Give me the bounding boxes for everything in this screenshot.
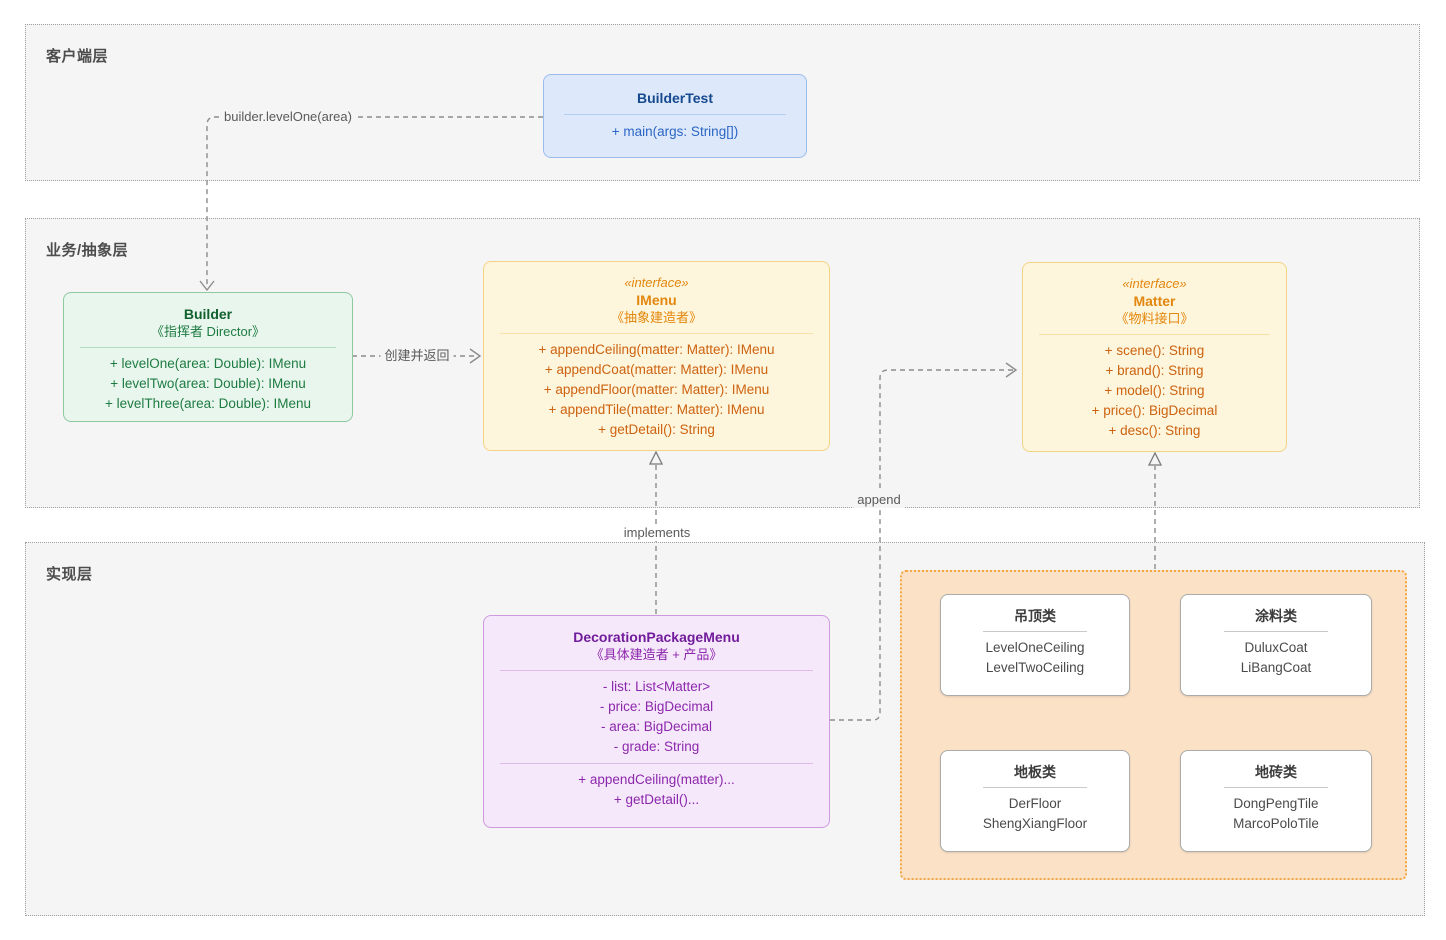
divider [564,114,786,115]
class-builder: Builder 《指挥者 Director》 + levelOne(area: … [63,292,353,422]
method-line: + desc(): String [1108,423,1201,438]
stereotype-label: «interface» [624,275,689,290]
edge-label-create-return: 创建并返回 [380,348,454,364]
divider [500,670,813,671]
class-builder-title: Builder [183,306,233,322]
matter-group-tile: 地砖类 DongPengTile MarcoPoloTile [1180,750,1372,852]
layer-impl-title: 实现层 [46,566,93,583]
layer-business-title: 业务/抽象层 [46,242,129,259]
method-line: + price(): BigDecimal [1091,403,1218,418]
matter-class-name: DuluxCoat [1244,640,1308,655]
class-buildertest: BuilderTest + main(args: String[]) [543,74,807,158]
edge-label-append: append [853,492,905,508]
interface-matter-title: Matter [1133,293,1176,309]
divider [1224,787,1328,788]
interface-matter-subtitle: 《物料接口》 [1115,311,1194,326]
method-line: + appendCeiling(matter: Matter): IMenu [538,342,775,357]
class-dpm-subtitle: 《具体建造者 + 产品》 [590,647,723,662]
interface-imenu: «interface» IMenu 《抽象建造者》 + appendCeilin… [483,261,830,451]
matter-class-name: DongPengTile [1233,796,1319,811]
field-line: - price: BigDecimal [599,699,714,714]
method-line: + main(args: String[]) [611,124,739,139]
matter-group-floor: 地板类 DerFloor ShengXiangFloor [940,750,1130,852]
divider [1039,334,1270,335]
divider [500,333,813,334]
stereotype-label: «interface» [1122,276,1187,291]
method-line: + model(): String [1104,383,1205,398]
matter-group-title: 涂料类 [1255,608,1297,624]
method-line: + scene(): String [1104,343,1205,358]
class-builder-subtitle: 《指挥者 Director》 [150,324,266,339]
matter-class-name: LevelTwoCeiling [985,660,1085,675]
method-line: + levelOne(area: Double): IMenu [109,356,307,371]
method-line: + appendTile(matter: Matter): IMenu [548,402,765,417]
matter-group-title: 地砖类 [1255,764,1297,780]
divider [500,763,813,764]
method-line: + appendFloor(matter: Matter): IMenu [543,382,770,397]
matter-class-name: LiBangCoat [1240,660,1312,675]
divider [983,631,1087,632]
method-line: + levelThree(area: Double): IMenu [105,396,311,411]
edge-label-implements: implements [619,525,695,541]
matter-class-name: MarcoPoloTile [1233,816,1319,831]
divider [983,787,1087,788]
matter-group-ceiling: 吊顶类 LevelOneCeiling LevelTwoCeiling [940,594,1130,696]
divider [1224,631,1328,632]
matter-class-name: LevelOneCeiling [985,640,1085,655]
divider [80,347,336,348]
interface-matter: «interface» Matter 《物料接口》 + scene(): Str… [1022,262,1287,452]
matter-group-title: 地板类 [1014,764,1056,780]
matter-group-coat: 涂料类 DuluxCoat LiBangCoat [1180,594,1372,696]
layer-client-title: 客户端层 [46,48,109,65]
interface-imenu-title: IMenu [636,292,677,308]
matter-class-name: DerFloor [1008,796,1062,811]
method-line: + appendCeiling(matter)... [578,772,735,787]
matter-class-name: ShengXiangFloor [982,816,1088,831]
interface-imenu-subtitle: 《抽象建造者》 [610,310,702,325]
matter-group-title: 吊顶类 [1014,608,1056,624]
field-line: - list: List<Matter> [602,679,711,694]
field-line: - grade: String [613,739,700,754]
field-line: - area: BigDecimal [600,719,713,734]
edge-label-call: builder.levelOne(area) [220,109,356,125]
matter-implementations-panel: 吊顶类 LevelOneCeiling LevelTwoCeiling 涂料类 … [900,570,1407,880]
method-line: + getDetail(): String [598,422,715,437]
method-line: + getDetail()... [613,792,700,807]
method-line: + levelTwo(area: Double): IMenu [110,376,306,391]
class-decoration-package-menu: DecorationPackageMenu 《具体建造者 + 产品》 - lis… [483,615,830,828]
class-buildertest-title: BuilderTest [637,90,713,106]
class-dpm-title: DecorationPackageMenu [573,629,740,645]
method-line: + brand(): String [1105,363,1204,378]
method-line: + appendCoat(matter: Matter): IMenu [544,362,769,377]
